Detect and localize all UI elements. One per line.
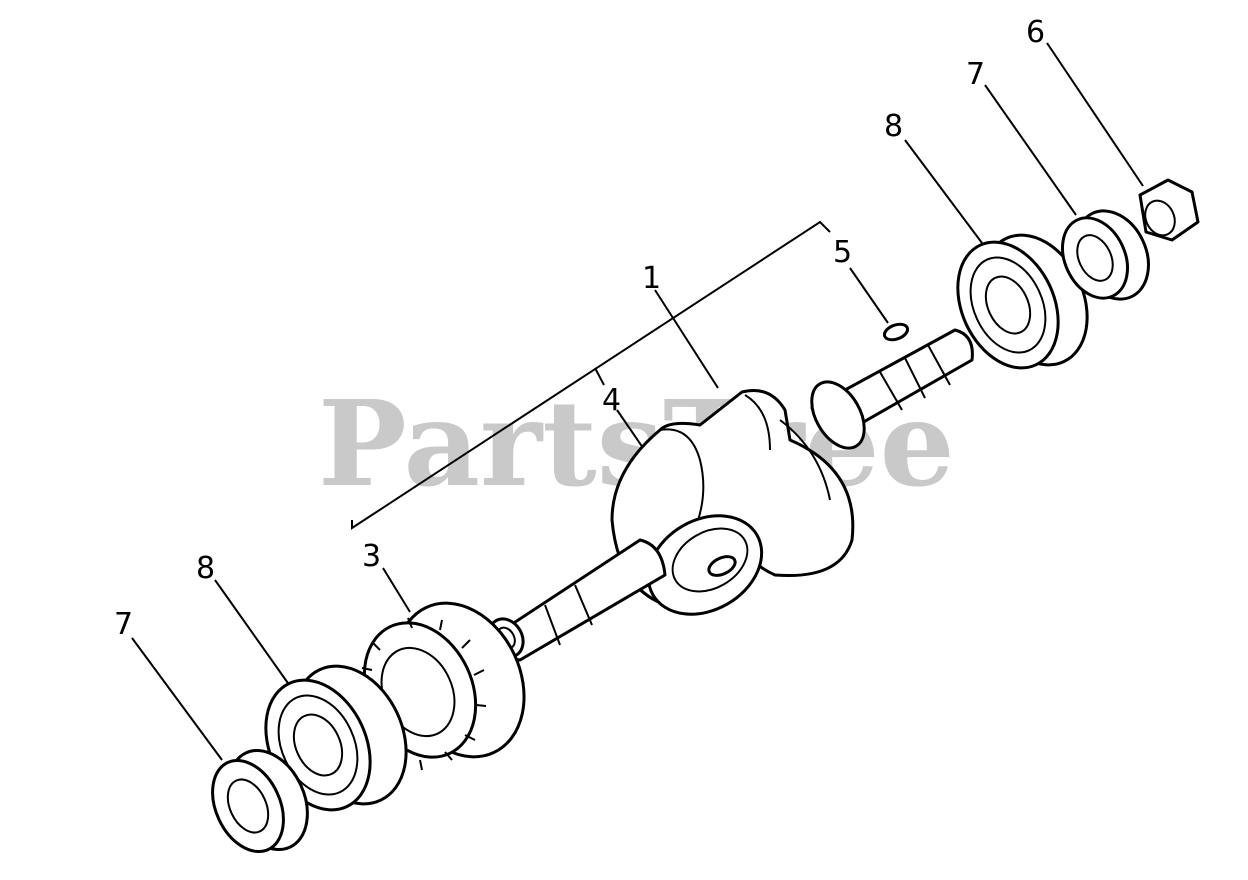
callout-7-left: 7 <box>114 607 133 642</box>
left-seal <box>211 748 309 854</box>
callout-8-right: 8 <box>884 109 903 144</box>
crankshaft <box>487 322 974 662</box>
nut <box>1138 178 1200 242</box>
callout-1: 1 <box>642 261 661 296</box>
callout-3: 3 <box>362 539 381 574</box>
callout-7-right: 7 <box>966 57 985 92</box>
callout-6: 6 <box>1026 15 1045 50</box>
right-seal <box>1061 209 1150 301</box>
callout-5: 5 <box>833 235 852 270</box>
right-bearing <box>956 233 1089 370</box>
callout-4: 4 <box>602 383 621 418</box>
callout-8-left: 8 <box>196 551 215 586</box>
